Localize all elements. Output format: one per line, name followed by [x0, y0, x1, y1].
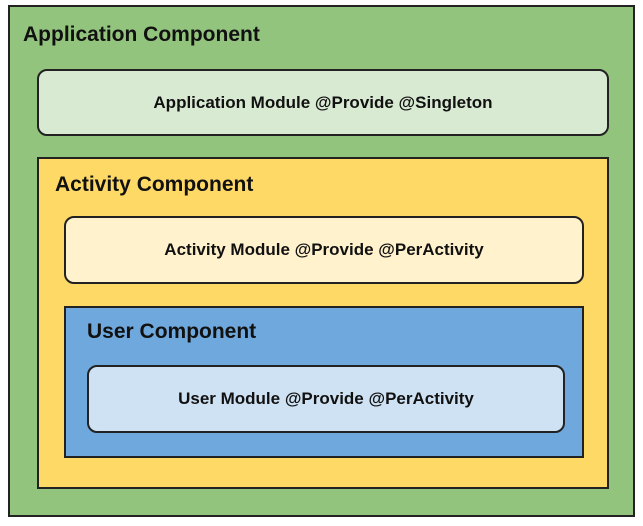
- user-component: User Component User Module @Provide @Per…: [64, 306, 584, 458]
- application-component: Application Component Application Module…: [8, 5, 635, 517]
- application-module: Application Module @Provide @Singleton: [37, 69, 609, 136]
- application-component-title: Application Component: [23, 23, 260, 46]
- activity-module: Activity Module @Provide @PerActivity: [64, 216, 584, 284]
- user-component-title: User Component: [87, 320, 257, 343]
- user-module: User Module @Provide @PerActivity: [87, 365, 565, 433]
- activity-component: Activity Component Activity Module @Prov…: [37, 157, 609, 489]
- activity-component-title: Activity Component: [55, 173, 254, 196]
